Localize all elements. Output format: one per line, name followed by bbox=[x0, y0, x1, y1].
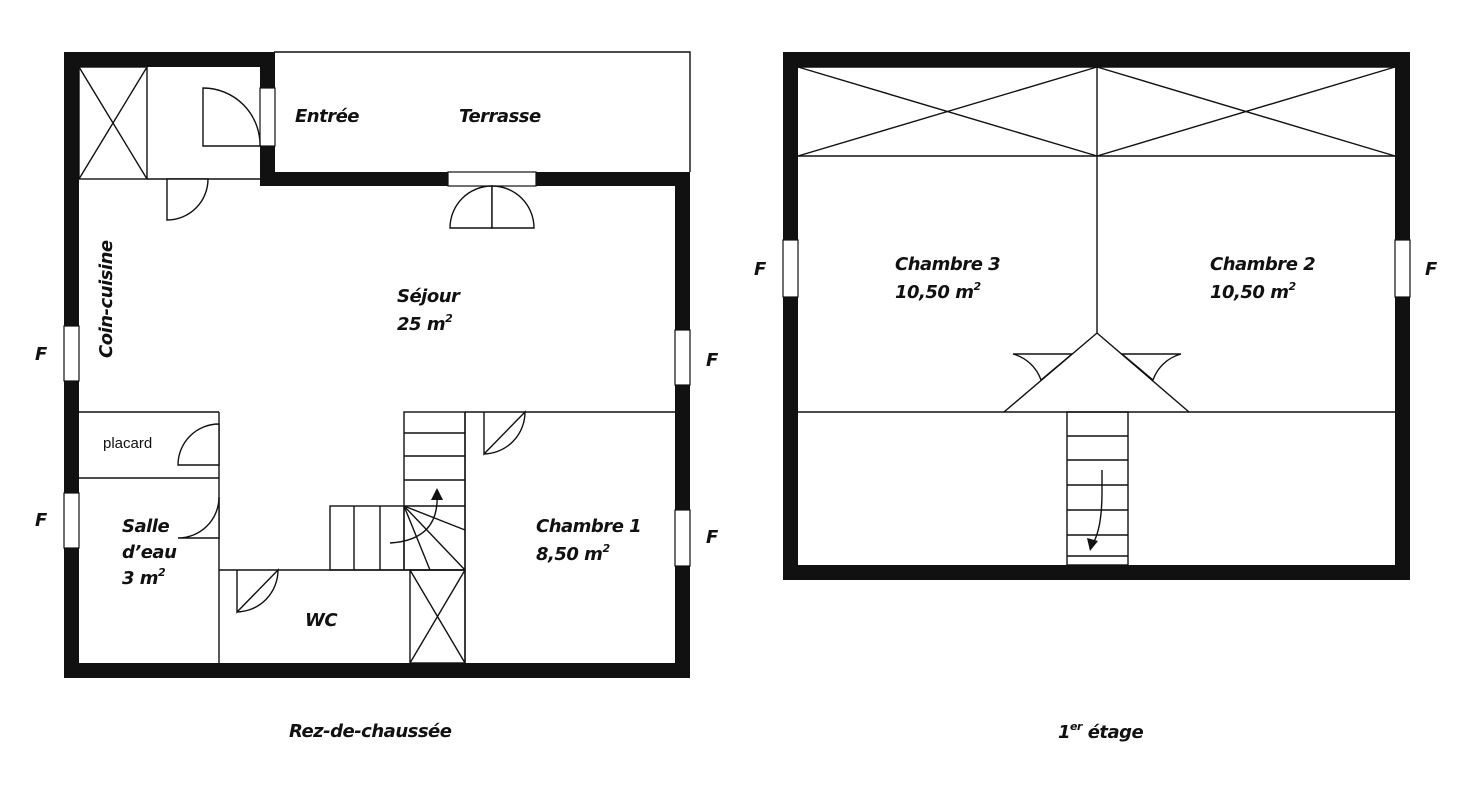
room-label-wc: WC bbox=[305, 610, 338, 631]
ground-floor-labels: Entrée Terrasse Coin-cuisine Séjour 25 m… bbox=[35, 106, 720, 742]
interior-walls bbox=[798, 156, 1395, 413]
ground-staircase bbox=[329, 411, 466, 664]
room-label-placard: placard bbox=[103, 435, 152, 452]
window-marker: F bbox=[35, 510, 48, 531]
first-floor-plan: Chambre 3 10,50 m2 Chambre 2 10,50 m2 F … bbox=[754, 52, 1439, 743]
room-label-coin-cuisine: Coin-cuisine bbox=[96, 240, 117, 358]
window-marker: F bbox=[754, 259, 767, 280]
room-area-chambre2: 10,50 m2 bbox=[1210, 280, 1296, 303]
exterior-walls bbox=[783, 52, 1410, 580]
doors bbox=[166, 87, 535, 614]
room-label-entree: Entrée bbox=[295, 106, 359, 127]
ground-floor-plan: Entrée Terrasse Coin-cuisine Séjour 25 m… bbox=[35, 51, 720, 742]
doors bbox=[1012, 353, 1182, 382]
exterior-walls bbox=[64, 52, 690, 678]
window-marker: F bbox=[35, 344, 48, 365]
closet-door bbox=[177, 423, 220, 466]
room-area-sejour: 25 m2 bbox=[397, 312, 453, 335]
windows bbox=[63, 87, 691, 567]
windows bbox=[782, 239, 1411, 298]
room-label-terrasse: Terrasse bbox=[459, 106, 541, 127]
bedroom3-door bbox=[1012, 353, 1074, 382]
ground-floor-title: Rez-de-chaussée bbox=[289, 721, 452, 742]
room-area-chambre1: 8,50 m2 bbox=[536, 542, 610, 565]
room-label-sejour: Séjour bbox=[397, 286, 461, 307]
window-marker: F bbox=[706, 527, 719, 548]
roof-void bbox=[797, 66, 1396, 157]
bathroom-door bbox=[177, 496, 220, 539]
bedroom2-door bbox=[1120, 353, 1182, 382]
room-label-chambre3: Chambre 3 bbox=[895, 254, 1000, 275]
room-area-chambre3: 10,50 m2 bbox=[895, 280, 981, 303]
wc-door bbox=[236, 568, 279, 614]
terrace-door-right bbox=[491, 185, 535, 229]
room-label-chambre1: Chambre 1 bbox=[536, 516, 641, 537]
window-marker: F bbox=[706, 350, 719, 371]
window-marker: F bbox=[1425, 259, 1438, 280]
room-area-salle: 3 m2 bbox=[122, 566, 166, 589]
entrance-door bbox=[202, 87, 261, 147]
kitchen-door bbox=[166, 178, 209, 221]
terrace-door-left bbox=[449, 185, 493, 229]
interior-walls bbox=[78, 66, 675, 663]
room-label-chambre2: Chambre 2 bbox=[1210, 254, 1315, 275]
bedroom1-door bbox=[483, 410, 526, 456]
upper-staircase bbox=[1066, 411, 1129, 566]
room-label-salle-line1: Salle bbox=[122, 516, 169, 537]
terrace-outline bbox=[274, 51, 691, 172]
first-floor-labels: Chambre 3 10,50 m2 Chambre 2 10,50 m2 F … bbox=[754, 254, 1439, 743]
room-label-salle-line2: d’eau bbox=[122, 542, 177, 563]
first-floor-title: 1er étage bbox=[1058, 720, 1144, 743]
